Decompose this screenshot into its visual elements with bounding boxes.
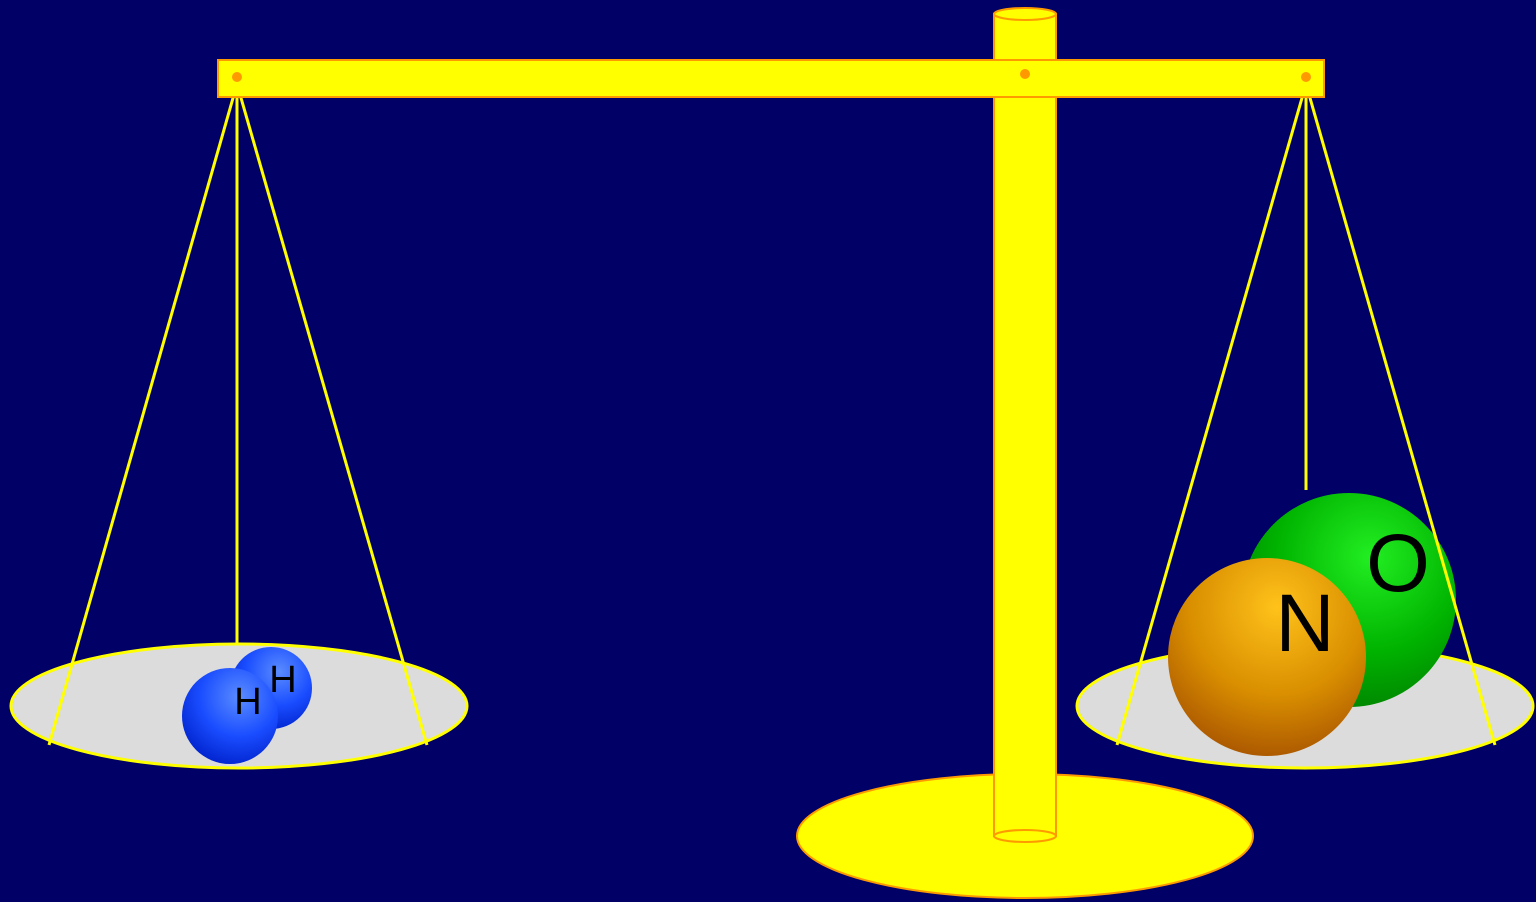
left-pivot-dot: [232, 72, 242, 82]
hydrogen-atom-icon: H: [182, 668, 278, 764]
nitrogen-atom-icon: N: [1168, 558, 1366, 756]
scale-post: [994, 8, 1056, 842]
scale-beam: [218, 60, 1324, 97]
atom-symbol: H: [269, 659, 296, 701]
atom-symbol: H: [234, 681, 261, 723]
atom-symbol: N: [1275, 578, 1334, 669]
center-pivot-dot: [1020, 69, 1030, 79]
right-pivot-dot: [1301, 72, 1311, 82]
atom-symbol: O: [1366, 518, 1430, 609]
